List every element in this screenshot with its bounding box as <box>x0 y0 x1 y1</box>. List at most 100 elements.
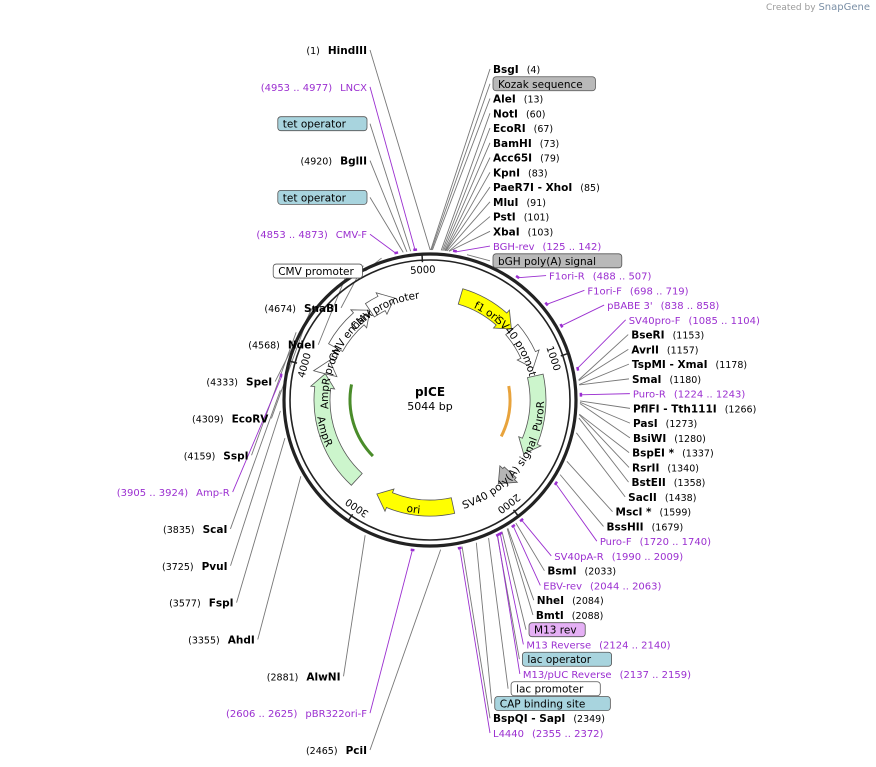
site-part-2: PvuI <box>202 561 228 573</box>
site-text-pcii: (2465) PciI <box>306 745 367 757</box>
primer-text-sv40pa-r: SV40pA-R(1990 .. 2009) <box>554 552 683 563</box>
ampr-direction-arc <box>348 384 374 458</box>
primer-part-2: CMV-F <box>336 230 367 241</box>
box-text-cmv-promoter: CMV promoter <box>278 266 354 278</box>
tick-label-4000: 4000 <box>297 352 314 379</box>
site-part-1: BseRI <box>631 330 664 342</box>
site-part-2: (1180) <box>669 375 701 386</box>
primer-part-1: M13 Reverse <box>526 640 591 651</box>
primer-part-2: (1224 .. 1243) <box>674 390 746 401</box>
site-part-2: PciI <box>346 745 367 757</box>
site-text-xbai: XbaI(103) <box>493 226 553 238</box>
primer-mark-l4440 <box>457 546 462 550</box>
leader-pcii <box>369 549 442 751</box>
label-avrii: AvrII(1157) <box>631 344 698 356</box>
label-pcii: (2465) PciI <box>306 745 367 757</box>
leader-pbabe-3 <box>560 304 605 327</box>
primer-part-1: (4853 .. 4873) <box>256 230 328 241</box>
primer-mark-ebv-rev <box>511 523 516 529</box>
label-ecori: EcoRI(67) <box>493 123 553 135</box>
site-part-2: (1679) <box>652 522 684 533</box>
box-text-kozak-sequence: Kozak sequence <box>498 79 583 91</box>
primer-part-2: (2137 .. 2159) <box>620 670 692 681</box>
site-part-1: Acc65I <box>493 153 532 165</box>
site-text-avrii: AvrII(1157) <box>631 344 698 356</box>
credit-prefix: Created by <box>766 3 816 13</box>
site-text-bspei: BspEI *(1337) <box>632 448 714 460</box>
primer-text-f1ori-f: F1ori-F(698 .. 719) <box>587 286 688 297</box>
site-text-bspqi-sapi: BspQI - SapI(2349) <box>493 713 605 725</box>
site-text-sspi: (4159)SspI <box>184 450 249 462</box>
feature-label-text-puror: PuroR <box>531 401 547 433</box>
puror-direction-arc <box>499 385 512 438</box>
site-part-1: RsrII <box>632 462 659 474</box>
label-paer7i-xhoi: PaeR7I - XhoI(85) <box>493 182 600 194</box>
site-text-tspmi-xmai: TspMI - XmaI(1178) <box>632 359 747 371</box>
primer-part-1: Puro-R <box>633 390 666 401</box>
site-text-alwni: (2881)AlwNI <box>267 671 341 683</box>
primer-text-cmv-f: (4853 .. 4873) CMV-F <box>256 230 367 241</box>
box-bgh-poly-a-signal <box>492 253 623 269</box>
primer-mark-m13-puc-reverse <box>495 532 501 537</box>
site-text-smai: SmaI(1180) <box>632 374 701 386</box>
label-pflfi-tth111i: PflFI - Tth111I(1266) <box>633 403 756 415</box>
label-pasi: PasI(1273) <box>633 418 697 430</box>
site-text-fspi: (3577)FspI <box>169 598 233 610</box>
primer-part-2: pBR322ori-F <box>305 709 367 720</box>
site-text-bseri: BseRI(1153) <box>631 330 704 342</box>
label-alwni: (2881)AlwNI <box>267 671 341 683</box>
primer-mark-f1ori-r <box>515 274 520 280</box>
primer-part-1: (4953 .. 4977) <box>261 83 333 94</box>
label-fspi: (3577)FspI <box>169 598 233 610</box>
feature-arrow-ampr <box>309 373 363 486</box>
label-puro-f: Puro-F(1720 .. 1740) <box>600 537 711 548</box>
snapgene-logo: SnapGene <box>818 2 870 13</box>
primer-part-2: (2124 .. 2140) <box>599 640 671 651</box>
leader-bsmi <box>515 522 545 571</box>
site-text-alei: AleI(13) <box>493 94 543 106</box>
feature-label-text-ori: ori <box>406 503 421 517</box>
leader-alei <box>432 98 491 251</box>
primer-text-ebv-rev: EBV-rev(2044 .. 2063) <box>543 581 661 592</box>
site-part-1: BsmI <box>547 566 576 578</box>
site-part-1: PasI <box>633 418 658 430</box>
leader-pasi <box>579 401 631 424</box>
label-sv40pro-f: SV40pro-F(1085 .. 1104) <box>629 316 760 327</box>
label-alei: AleI(13) <box>493 94 543 106</box>
site-text-ecorv: (4309)EcoRV <box>192 413 269 425</box>
site-part-1: (2465) <box>306 746 338 757</box>
label-l4440: L4440(2355 .. 2372) <box>493 729 604 740</box>
site-part-2: (79) <box>540 154 560 165</box>
site-part-1: BstEII <box>632 477 666 489</box>
label-ahdi: (3355)AhdI <box>188 634 255 646</box>
site-part-1: PaeR7I - XhoI <box>493 182 572 194</box>
box-lac-operator <box>521 651 612 667</box>
box-lac-promoter <box>510 681 601 697</box>
box-tet-operator <box>277 189 368 205</box>
box-text-lac-promoter: lac promoter <box>516 684 584 696</box>
leader-bglii <box>369 160 408 252</box>
feature-label-puror: PuroR <box>531 401 547 433</box>
leader-ebv-rev <box>512 524 541 586</box>
site-part-2: (1340) <box>667 463 699 474</box>
site-part-1: EcoRI <box>493 123 526 135</box>
label-acc65i: Acc65I (79) <box>493 153 560 165</box>
site-part-1: AleI <box>493 94 516 106</box>
site-text-spei: (4333)SpeI <box>206 377 272 389</box>
site-text-pasi: PasI(1273) <box>633 418 697 430</box>
site-text-ndei: (4568)NdeI <box>248 340 315 352</box>
primer-text-m13-reverse: M13 Reverse (2124 .. 2140) <box>526 640 670 651</box>
leader-rsrii <box>578 414 630 468</box>
label-scai: (3835)ScaI <box>163 524 227 536</box>
leader-bsteii <box>578 417 629 483</box>
primer-part-2: (1720 .. 1740) <box>640 537 712 548</box>
leader-lncx <box>369 86 416 251</box>
site-part-1: TspMI - XmaI <box>632 359 708 371</box>
site-part-1: (3577) <box>169 599 201 610</box>
site-text-bmti: BmtI(2088) <box>536 610 603 622</box>
label-lac-operator: lac operator <box>521 651 612 667</box>
site-text-snabi: (4674)SnaBI <box>264 303 338 315</box>
site-text-bamhi: BamHI(73) <box>493 138 559 150</box>
leader-puro-f <box>554 482 598 542</box>
leader-alwni <box>343 535 366 677</box>
